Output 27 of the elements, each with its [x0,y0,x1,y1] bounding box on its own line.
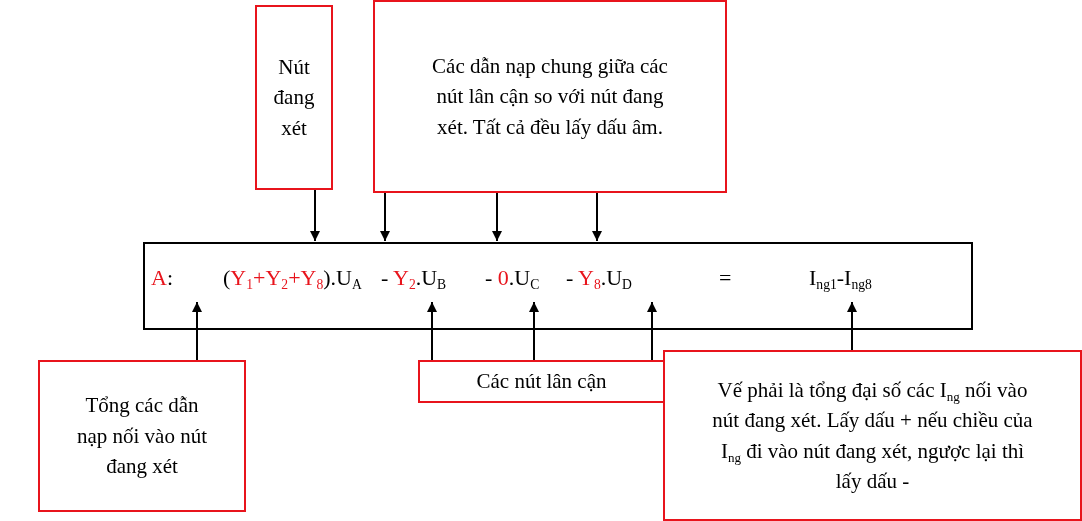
arrow [847,301,857,351]
equation-box [143,242,973,330]
equation-term: - Y$_{8}$.U$_{D}$ [566,264,632,294]
callout-text: Nút đang xét [272,53,316,142]
callout-text: Vế phải là tổng đại số các I$_{ng}$ nối vào nút đang xét. Lấy dấu + nếu chiều của I$_{ng}$ đi vào nút đang xét, ngược lại thì lấy dấu - [711,376,1034,495]
arrow [647,301,657,361]
callout-box [255,5,333,190]
equation-term: = [719,264,732,292]
arrow [192,301,202,361]
callout-box [418,360,665,403]
arrow [310,189,320,242]
equation-term: - Y$_{2}$.U$_{B}$ [381,264,447,294]
callout-text: Các nút lân cận [476,368,607,396]
arrow [492,192,502,242]
equation-term: - 0.U$_{C}$ [485,264,540,294]
callout-box [663,350,1082,521]
equation-term: I$_{ng1}$-I$_{ng8}$ [809,264,872,294]
equation-term: A: [151,264,173,292]
arrow [529,301,539,361]
callout-text: Tổng các dẫn nạp nối vào nút đang xét [76,392,208,481]
callout-box [38,360,246,512]
arrow [592,192,602,242]
callout-text: Các dẫn nạp chung giữa các nút lân cận so với nút đang xét. Tất cả đều lấy dấu âm. [431,52,669,141]
arrow [427,301,437,361]
arrow [380,192,390,242]
equation-term: (Y$_{1}$+Y$_{2}$+Y$_{8}$).U$_{A}$ [223,264,362,294]
callout-box [373,0,727,193]
